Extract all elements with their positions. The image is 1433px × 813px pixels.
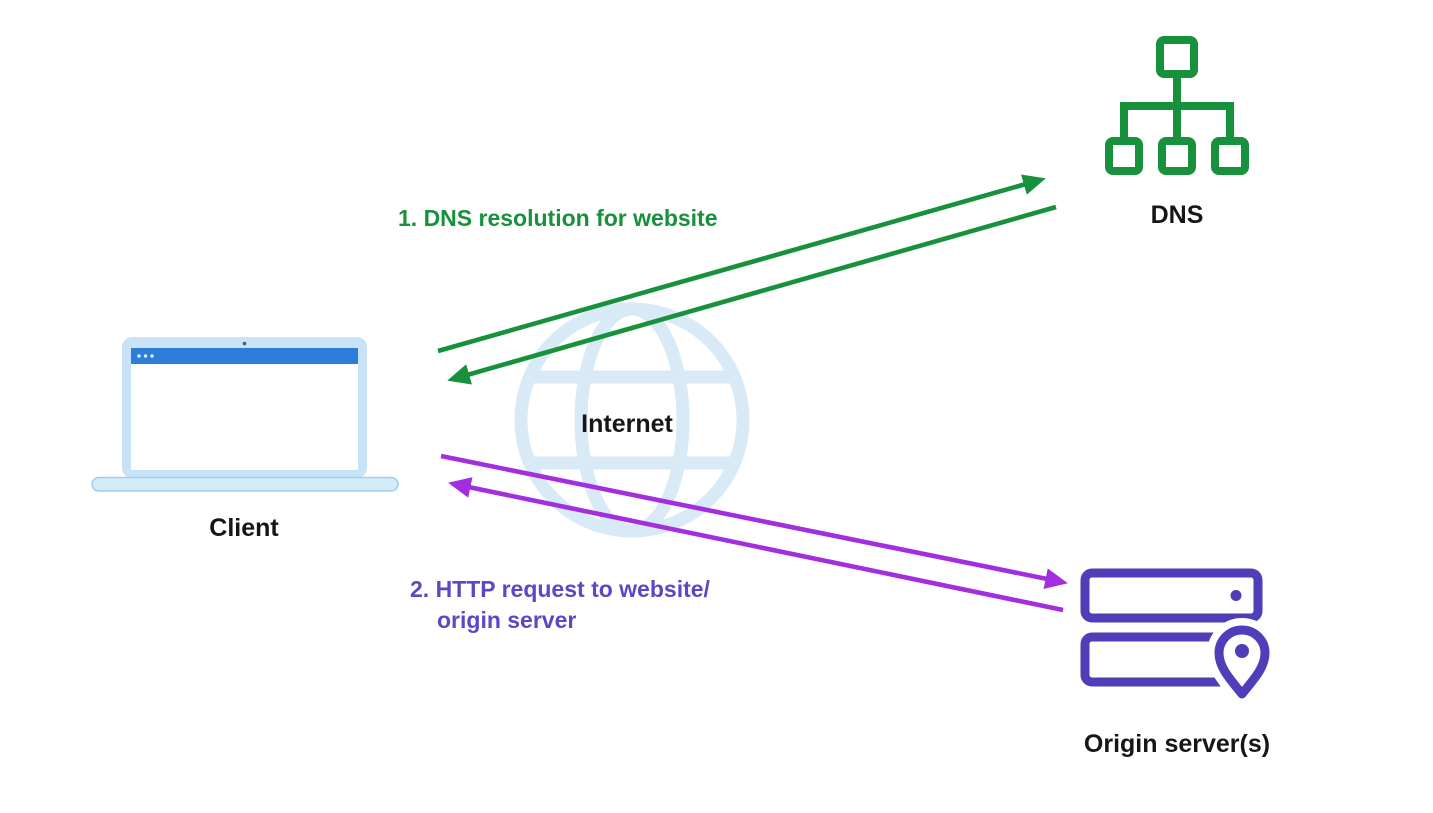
laptop-screen <box>131 348 358 470</box>
dns-root-node <box>1156 36 1198 78</box>
laptop-camera-dot <box>242 341 247 346</box>
location-pin-dot <box>1235 644 1249 658</box>
origin-server-label: Origin server(s) <box>1084 730 1270 758</box>
internet-globe-icon <box>514 302 750 538</box>
server-unit-top <box>1080 568 1263 623</box>
client-laptop-icon <box>91 337 399 492</box>
dns-resolution-arrows <box>437 174 1057 385</box>
dns-leaf-node <box>1211 137 1249 175</box>
internet-label: Internet <box>581 410 673 438</box>
laptop-browser-bar <box>131 348 358 364</box>
dns-leaf-node <box>1105 137 1143 175</box>
http-request-label-line1: 2. HTTP request to website/ <box>410 576 711 602</box>
location-pin-icon <box>1214 625 1270 699</box>
dns-response-arrow <box>447 204 1057 385</box>
dns-resolution-label: 1. DNS resolution for website <box>398 205 718 231</box>
http-request-label-line2: origin server <box>437 607 576 633</box>
origin-server-icon <box>1080 568 1278 714</box>
dns-tree-icon <box>1105 36 1249 175</box>
globe-meridian <box>574 302 690 538</box>
dns-leaf-node <box>1158 137 1196 175</box>
window-dot <box>143 354 148 358</box>
http-request-arrow <box>440 453 1068 589</box>
client-label: Client <box>209 514 279 542</box>
http-request-arrows <box>440 453 1068 613</box>
server-indicator-dot <box>1230 590 1242 601</box>
http-response-arrow <box>448 477 1064 613</box>
window-dot <box>150 354 154 358</box>
window-dot <box>137 354 141 358</box>
dns-label: DNS <box>1151 201 1204 229</box>
dns-request-arrow <box>437 174 1046 354</box>
laptop-base <box>91 476 399 492</box>
